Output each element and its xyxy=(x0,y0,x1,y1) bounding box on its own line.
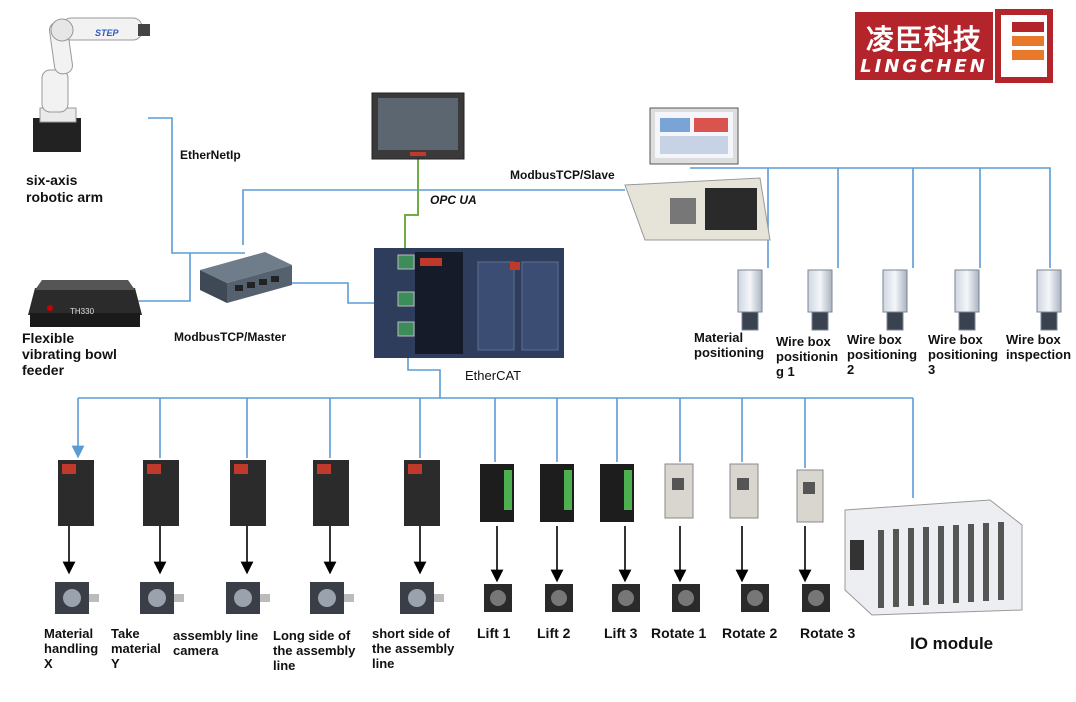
label-io-module: IO module xyxy=(910,634,994,653)
servo-drive-icon xyxy=(58,460,94,526)
label-camera-3: Wire box positioning 2 xyxy=(847,332,918,377)
label-axis-8: Lift 3 xyxy=(604,625,638,641)
label-robot: six-axis robotic arm xyxy=(26,172,104,205)
label-axis-2: Take material Y xyxy=(111,626,161,671)
label-axis-6: Lift 1 xyxy=(477,625,511,641)
link-feeder-switch xyxy=(135,253,191,302)
camera-icon xyxy=(737,269,763,331)
io-module-icon xyxy=(844,499,1023,616)
brand-logo: 凌臣科技 LINGCHEN xyxy=(855,12,993,80)
stepper-drive-icon xyxy=(796,469,824,523)
link-switch-ipc xyxy=(242,189,625,245)
servo-drive-icons xyxy=(58,460,440,526)
stepper-drive-icon xyxy=(480,464,514,522)
drive-motor-arrows xyxy=(62,526,812,583)
motor-icons xyxy=(55,582,830,614)
label-axis-9: Rotate 1 xyxy=(651,625,707,641)
stepper-motor-icon xyxy=(612,584,640,612)
camera-icon xyxy=(882,269,908,331)
link-ipc-cameras xyxy=(690,167,1051,268)
network-switch-icon xyxy=(200,252,292,303)
camera-icons xyxy=(737,269,1062,331)
label-axis-5: short side of the assembly line xyxy=(372,626,455,671)
stepper-motor-icon xyxy=(545,584,573,612)
stepper-motor-icon xyxy=(484,584,512,612)
protocol-modbus-slave: ModbusTCP/Slave xyxy=(510,168,615,182)
link-robot-switch xyxy=(148,117,245,254)
hmi-panel-icon xyxy=(371,92,465,160)
stepper-drive-icon xyxy=(540,464,574,522)
protocol-modbus-master: ModbusTCP/Master xyxy=(174,330,287,344)
protocol-opcua: OPC UA xyxy=(430,193,477,207)
industrial-pc-icon xyxy=(624,107,771,241)
label-camera-4: Wire box positioning 3 xyxy=(928,332,999,377)
servo-motor-icon xyxy=(310,582,354,614)
label-camera-2: Wire box positionin g 1 xyxy=(776,334,839,379)
label-feeder: Flexible vibrating bowl feeder xyxy=(22,330,117,378)
label-camera-5: Wire box inspection xyxy=(1006,332,1072,362)
camera-icon xyxy=(807,269,833,331)
camera-icon xyxy=(1036,269,1062,331)
feeder-icon xyxy=(28,280,142,327)
stepper-motor-icon xyxy=(741,584,769,612)
feeder-badge: TH330 xyxy=(70,307,95,316)
brand-mark-icon xyxy=(995,9,1053,83)
stepper-drive-icons xyxy=(480,463,824,523)
label-axis-10: Rotate 2 xyxy=(722,625,778,641)
servo-motor-icon xyxy=(55,582,99,614)
servo-motor-icon xyxy=(226,582,270,614)
link-switch-plc xyxy=(290,282,398,304)
protocol-ethernetip: EtherNetIp xyxy=(180,148,241,162)
network-links xyxy=(71,117,1051,498)
label-axis-3: assembly line camera xyxy=(173,628,259,658)
servo-drive-icon xyxy=(143,460,179,526)
link-hmi-plc xyxy=(404,158,419,255)
brand-name-cn: 凌臣科技 xyxy=(865,23,982,56)
robot-arm-icon xyxy=(33,17,150,152)
plc-controller-icon xyxy=(374,248,564,358)
stepper-motor-icon xyxy=(672,584,700,612)
servo-motor-icon xyxy=(140,582,184,614)
brand-name-en: LINGCHEN xyxy=(860,56,988,77)
label-axis-11: Rotate 3 xyxy=(800,625,856,641)
label-camera-1: Material positioning xyxy=(694,330,765,360)
stepper-drive-icon xyxy=(729,463,759,519)
stepper-motor-icon xyxy=(802,584,830,612)
servo-drive-icon xyxy=(404,460,440,526)
servo-drive-icon xyxy=(230,460,266,526)
stepper-drive-icon xyxy=(664,463,694,519)
camera-icon xyxy=(954,269,980,331)
servo-drive-icon xyxy=(313,460,349,526)
robot-badge: STEP xyxy=(95,28,119,38)
servo-motor-icon xyxy=(400,582,444,614)
stepper-drive-icon xyxy=(600,464,634,522)
label-axis-4: Long side of the assembly line xyxy=(273,628,356,673)
label-axis-1: Material handling X xyxy=(44,626,99,671)
protocol-ethercat: EtherCAT xyxy=(465,368,522,383)
label-axis-7: Lift 2 xyxy=(537,625,571,641)
